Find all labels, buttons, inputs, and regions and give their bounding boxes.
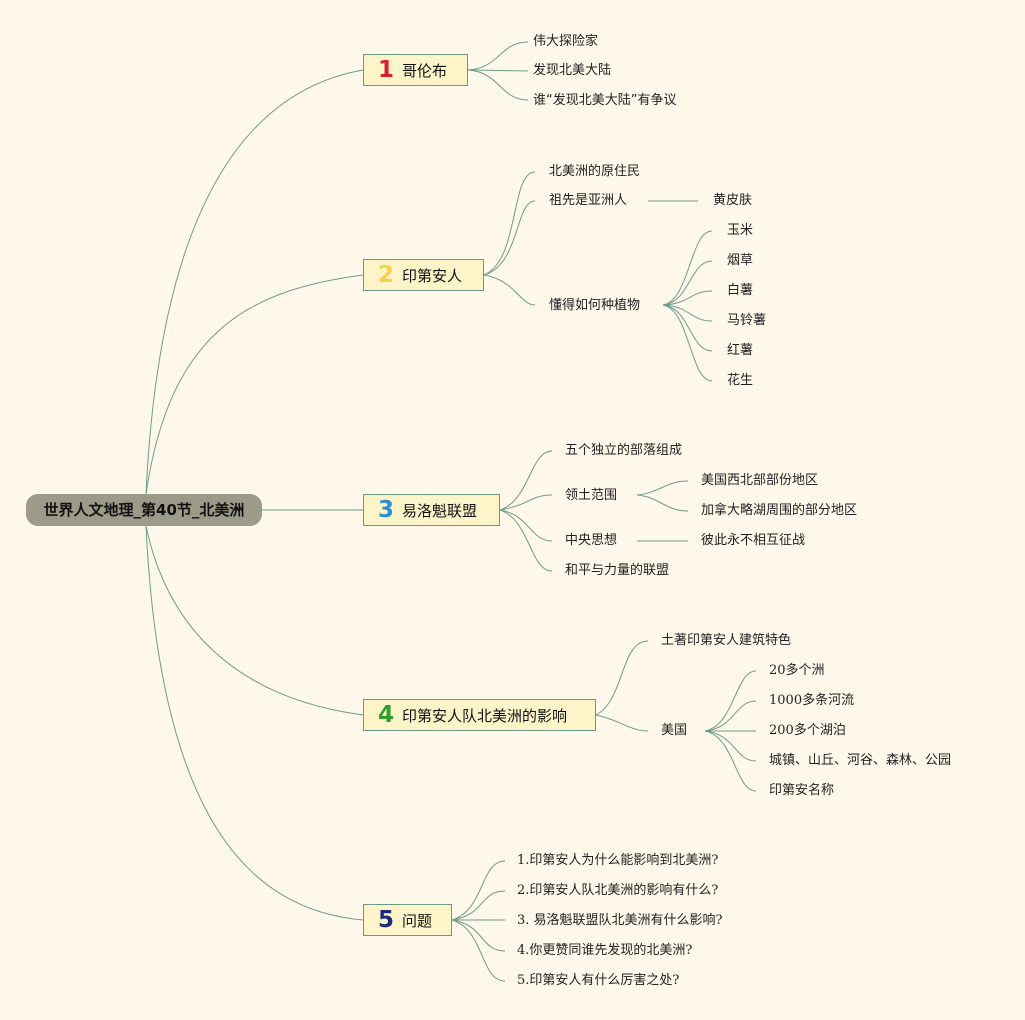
number-4-icon: 4 — [378, 702, 395, 728]
branch-label: 印第安人队北美洲的影响 — [402, 706, 568, 725]
number-1-icon: 1 — [378, 57, 395, 83]
branch-label: 哥伦布 — [402, 61, 448, 80]
branch-5-questions[interactable]: 5 问题 — [363, 904, 452, 936]
b4-usa-item[interactable]: 1000多条河流 — [769, 693, 855, 708]
b3-territory[interactable]: 加拿大略湖周围的部分地区 — [701, 503, 858, 518]
number-2-icon: 2 — [378, 262, 395, 288]
b2-plant[interactable]: 马铃薯 — [727, 313, 767, 328]
b5-question[interactable]: 3. 易洛魁联盟队北美洲有什么影响? — [517, 913, 723, 928]
branch-2-indians[interactable]: 2 印第安人 — [363, 259, 484, 291]
b4-usa-item[interactable]: 印第安名称 — [769, 783, 835, 798]
b1-item[interactable]: 伟大探险家 — [533, 34, 599, 49]
branch-4-influence[interactable]: 4 印第安人队北美洲的影响 — [363, 699, 596, 731]
b2-item[interactable]: 懂得如何种植物 — [549, 298, 641, 313]
branch-1-columbus[interactable]: 1 哥伦布 — [363, 54, 468, 86]
b2-plant[interactable]: 烟草 — [727, 253, 754, 268]
b5-question[interactable]: 2.印第安人队北美洲的影响有什么? — [517, 883, 719, 898]
branch-label: 问题 — [402, 911, 433, 930]
number-5-icon: 5 — [378, 907, 395, 933]
b3-idea-detail[interactable]: 彼此永不相互征战 — [701, 533, 806, 548]
branch-3-iroquois[interactable]: 3 易洛魁联盟 — [363, 494, 500, 526]
branch-label: 易洛魁联盟 — [402, 501, 478, 520]
b5-question[interactable]: 1.印第安人为什么能影响到北美洲? — [517, 853, 719, 868]
b1-item[interactable]: 谁“发现北美大陆”有争议 — [533, 93, 677, 108]
b2-item[interactable]: 北美洲的原住民 — [549, 164, 641, 179]
b4-usa-item[interactable]: 20多个洲 — [769, 663, 825, 678]
b4-item[interactable]: 美国 — [661, 723, 688, 738]
b2-plant[interactable]: 白薯 — [727, 283, 754, 298]
b3-item[interactable]: 领土范围 — [565, 488, 618, 503]
b4-usa-item[interactable]: 城镇、山丘、河谷、森林、公园 — [769, 753, 952, 768]
b2-plant[interactable]: 玉米 — [727, 223, 754, 238]
b2-ancestor-detail[interactable]: 黄皮肤 — [713, 193, 753, 208]
b4-usa-item[interactable]: 200多个湖泊 — [769, 723, 846, 738]
number-3-icon: 3 — [378, 497, 395, 523]
b3-territory[interactable]: 美国西北部部份地区 — [701, 473, 819, 488]
root-topic[interactable]: 世界人文地理_第40节_北美洲 — [26, 494, 262, 526]
branch-label: 印第安人 — [402, 266, 463, 285]
b5-question[interactable]: 4.你更赞同谁先发现的北美洲? — [517, 943, 693, 958]
b1-item[interactable]: 发现北美大陆 — [533, 63, 612, 78]
b5-question[interactable]: 5.印第安人有什么厉害之处? — [517, 973, 680, 988]
b2-plant[interactable]: 红薯 — [727, 343, 754, 358]
b4-item[interactable]: 土著印第安人建筑特色 — [661, 633, 792, 648]
b3-item[interactable]: 和平与力量的联盟 — [565, 563, 670, 578]
b3-item[interactable]: 五个独立的部落组成 — [565, 443, 683, 458]
b2-plant[interactable]: 花生 — [727, 373, 754, 388]
b2-item[interactable]: 祖先是亚洲人 — [549, 193, 628, 208]
b3-item[interactable]: 中央思想 — [565, 533, 618, 548]
